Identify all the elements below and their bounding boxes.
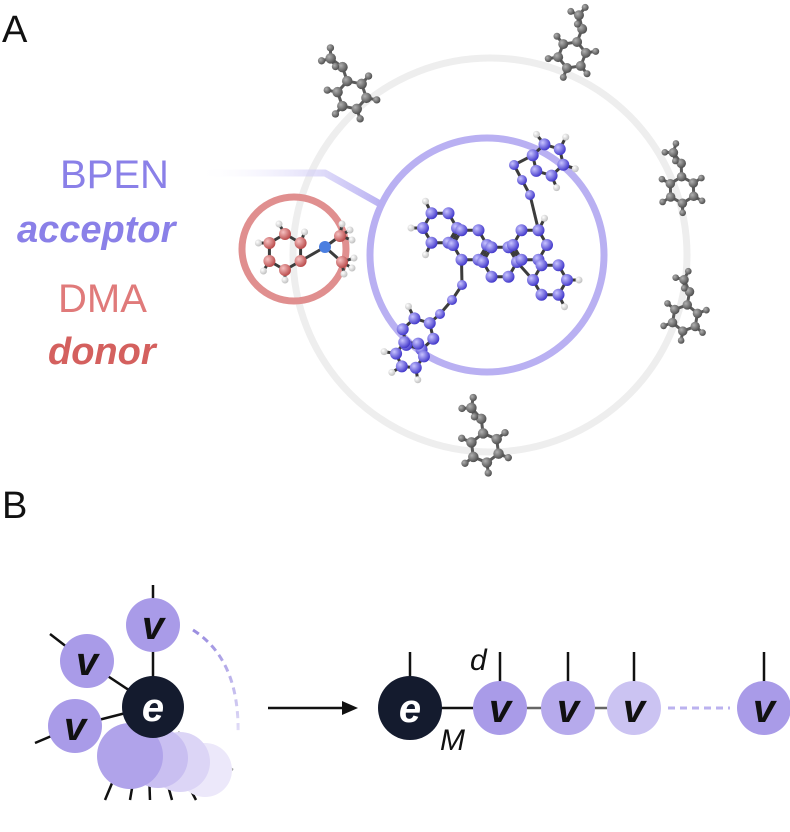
solvent-molecules (317, 3, 710, 477)
chain-vib-node-last-label: v (753, 687, 778, 731)
star-graph-bath-nodes (97, 723, 232, 797)
star-vib-node-top (126, 598, 180, 652)
chain-electronic-node (378, 676, 442, 740)
chain-vib-node-3 (607, 681, 661, 735)
acceptor-role-label: acceptor (17, 209, 178, 251)
chain-vib-node-1 (473, 681, 527, 735)
chain-vib-node-last (737, 681, 790, 735)
chain-vib-node-1-label: v (489, 687, 514, 731)
star-vib-node-left (60, 634, 114, 688)
dma-molecule (254, 220, 358, 284)
transform-arrow (268, 701, 358, 715)
solvent-shell-ring (289, 54, 691, 456)
star-electronic-node-label: e (142, 686, 164, 730)
acceptor-name-label: BPEN (60, 153, 169, 197)
chain-vib-node-2 (541, 681, 595, 735)
star-graph-dashed-arc (192, 628, 240, 736)
mode-count-label: M (440, 724, 465, 757)
acceptor-highlight-ring (366, 134, 608, 376)
star-electronic-node (122, 676, 184, 738)
chain-vib-node-2-label: v (557, 687, 582, 731)
coupling-label: d (470, 644, 488, 677)
acceptor-connector-line (195, 169, 384, 209)
donor-name-label: DMA (58, 277, 147, 321)
star-vib-node-left-label: v (76, 640, 101, 684)
donor-role-label: donor (48, 331, 158, 373)
bpen-molecule (380, 130, 583, 384)
panel-label-b: B (2, 485, 27, 527)
star-vib-node-bottom (48, 699, 102, 753)
chain-electronic-node-label: e (399, 687, 421, 731)
star-vib-node-bottom-label: v (64, 705, 89, 749)
donor-highlight-ring (238, 193, 350, 305)
chain-vib-node-3-label: v (623, 687, 648, 731)
star-vib-node-top-label: v (142, 604, 167, 648)
panel-label-a: A (2, 9, 28, 51)
